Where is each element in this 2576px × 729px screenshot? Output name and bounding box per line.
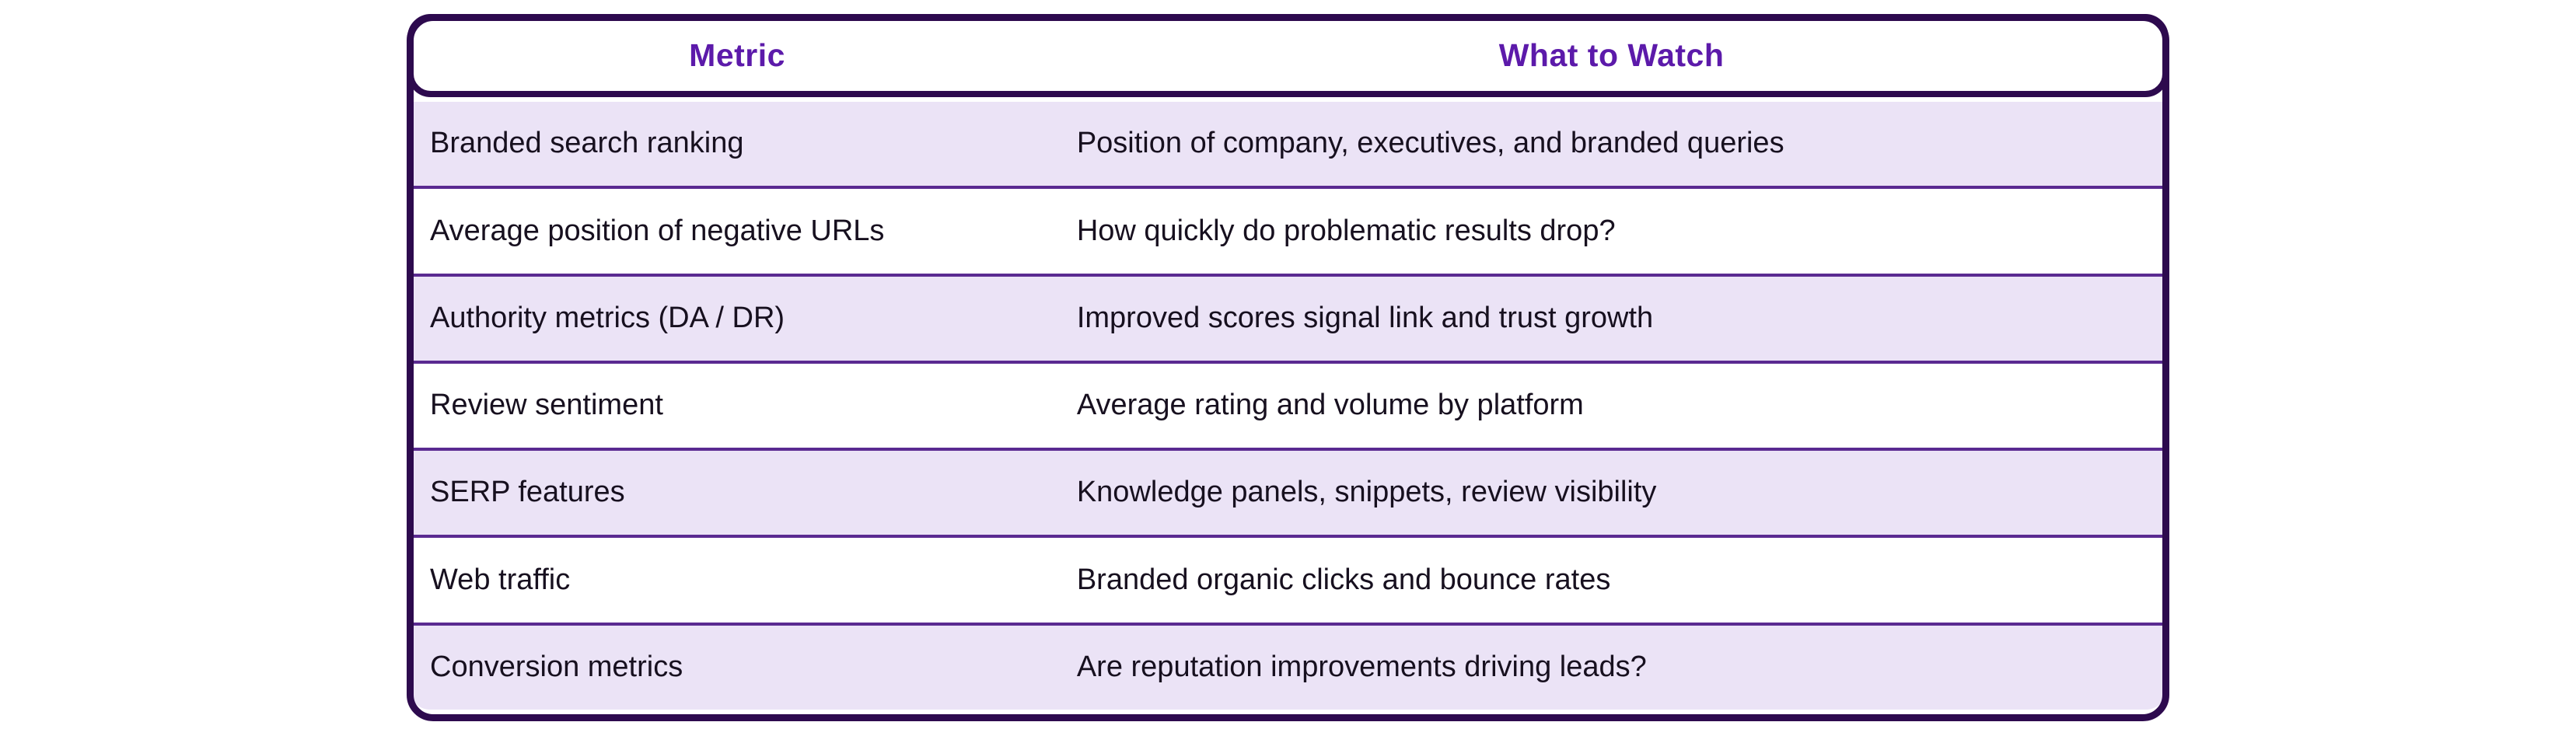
table-row: Branded search ranking Position of compa… [410,102,2166,187]
row-cell-metric: Average position of negative URLs [430,214,885,247]
table-row: Average position of negative URLs How qu… [410,186,2166,274]
metrics-table: Metric What to Watch Branded search rank… [407,14,2169,721]
header-cell-what-to-watch: What to Watch [1498,37,1725,73]
table-row: Web traffic Branded organic clicks and b… [410,535,2166,623]
row-cell-metric: Conversion metrics [430,651,683,684]
row-cell-description: Average rating and volume by platform [1076,389,1584,422]
table-row: SERP features Knowledge panels, snippets… [410,448,2166,535]
table-header-row: Metric What to Watch [407,14,2169,97]
row-cell-metric: SERP features [430,476,625,509]
header-cell-metric: Metric [689,37,785,73]
row-cell-metric: Review sentiment [430,389,663,422]
table-row: Conversion metrics Are reputation improv… [410,622,2166,710]
row-cell-metric: Branded search ranking [430,127,744,160]
row-cell-description: Are reputation improvements driving lead… [1076,651,1647,684]
row-cell-description: Improved scores signal link and trust gr… [1076,301,1654,334]
row-cell-description: How quickly do problematic results drop? [1076,214,1616,247]
table-row: Review sentiment Average rating and volu… [410,360,2166,448]
row-cell-description: Knowledge panels, snippets, review visib… [1076,476,1657,509]
row-cell-metric: Web traffic [430,563,571,596]
table-row: Authority metrics (DA / DR) Improved sco… [410,273,2166,361]
table-body: Branded search ranking Position of compa… [410,102,2166,710]
row-cell-metric: Authority metrics (DA / DR) [430,301,785,334]
row-cell-description: Branded organic clicks and bounce rates [1076,563,1611,596]
row-cell-description: Position of company, executives, and bra… [1076,127,1784,160]
